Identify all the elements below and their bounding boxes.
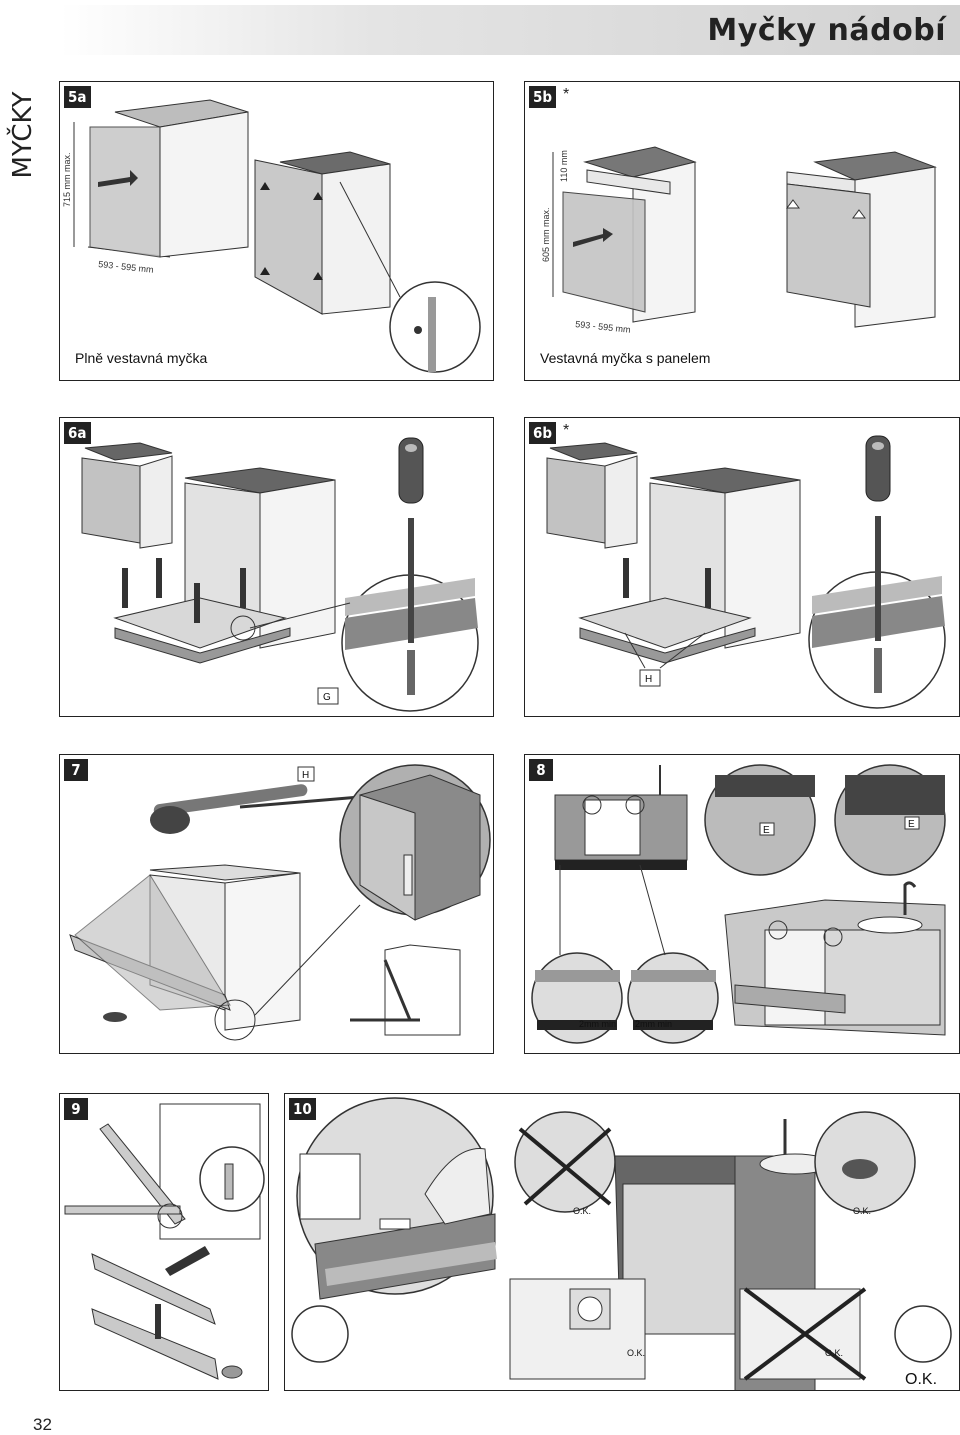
label-h-6b: H bbox=[645, 674, 652, 685]
illustration-10: O.K. O.K. O.K. O.K. O.K. bbox=[291, 1097, 952, 1390]
dim-width-5b: 593 - 595 mm bbox=[575, 319, 631, 335]
step-badge-5b: 5b bbox=[529, 86, 557, 108]
illustration-7: H bbox=[69, 764, 491, 1041]
ok-label-5-10: O.K. bbox=[905, 1371, 937, 1388]
label-e1-8: E bbox=[763, 825, 770, 836]
dim-labels-5a: 715 mm max. 593 - 595 mm bbox=[62, 152, 154, 275]
panel-8: E E 2mm min 2mm min 8 bbox=[524, 754, 960, 1054]
step-badge-9: 9 bbox=[64, 1098, 88, 1120]
ok-label-4-10: O.K. bbox=[825, 1348, 843, 1358]
dim-top-5b: 110 mm bbox=[559, 150, 569, 182]
panel-6a: G 6a bbox=[59, 417, 494, 717]
page-number: 32 bbox=[33, 1415, 52, 1434]
label-g-6a: G bbox=[323, 692, 331, 703]
step-badge-8: 8 bbox=[529, 759, 553, 781]
step-badge-6a: 6a bbox=[64, 422, 91, 444]
dim-height-5a: 715 mm max. bbox=[62, 152, 72, 207]
panel-6b: H 6b * bbox=[524, 417, 960, 717]
dim-width-5a: 593 - 595 mm bbox=[98, 259, 154, 275]
illustration-5a bbox=[73, 99, 481, 373]
illustration-6b: H bbox=[546, 435, 946, 709]
panel-9: 9 bbox=[59, 1093, 269, 1391]
side-label-text: MYČKY bbox=[8, 91, 38, 179]
note-star-6b: * bbox=[563, 422, 570, 439]
header-bar: Myčky nádobí bbox=[60, 5, 960, 55]
panel-5a: 5a 715 mm max. 593 - 595 mm Plně vestavn… bbox=[59, 81, 494, 381]
step-badge-10: 10 bbox=[289, 1098, 316, 1120]
gap-label-2-8: 2mm min bbox=[635, 1019, 672, 1029]
panel-10: O.K. O.K. O.K. O.K. O.K. 10 bbox=[284, 1093, 960, 1391]
panel-5b: 5b * 605 mm max. 110 mm 593 - 595 mm Ves… bbox=[524, 81, 960, 381]
ok-label-1-10: O.K. bbox=[573, 1206, 591, 1216]
panel-7: H 7 bbox=[59, 754, 494, 1054]
ok-label-3-10: O.K. bbox=[627, 1348, 645, 1358]
step-badge-5a: 5a bbox=[64, 86, 91, 108]
gap-label-1-8: 2mm min bbox=[579, 1019, 616, 1029]
label-h-7: H bbox=[302, 770, 309, 781]
dim-labels-5b: 605 mm max. 110 mm 593 - 595 mm bbox=[541, 150, 631, 335]
step-badge-7: 7 bbox=[64, 759, 88, 781]
step-badge-6b: 6b bbox=[529, 422, 557, 444]
note-star-5b: * bbox=[563, 86, 570, 103]
illustration-5b bbox=[552, 146, 937, 328]
label-e2-8: E bbox=[908, 819, 915, 830]
illustration-9 bbox=[64, 1103, 265, 1380]
page-title: Myčky nádobí bbox=[707, 13, 946, 48]
dim-height-5b: 605 mm max. bbox=[541, 207, 551, 262]
caption-5b: Vestavná myčka s panelem bbox=[540, 350, 711, 366]
illustration-8: E E 2mm min 2mm min bbox=[531, 764, 946, 1044]
ok-label-2-10: O.K. bbox=[853, 1206, 871, 1216]
caption-5a: Plně vestavná myčka bbox=[75, 350, 208, 366]
side-label: MYČKY bbox=[5, 75, 41, 195]
illustration-6a: G bbox=[81, 437, 479, 712]
